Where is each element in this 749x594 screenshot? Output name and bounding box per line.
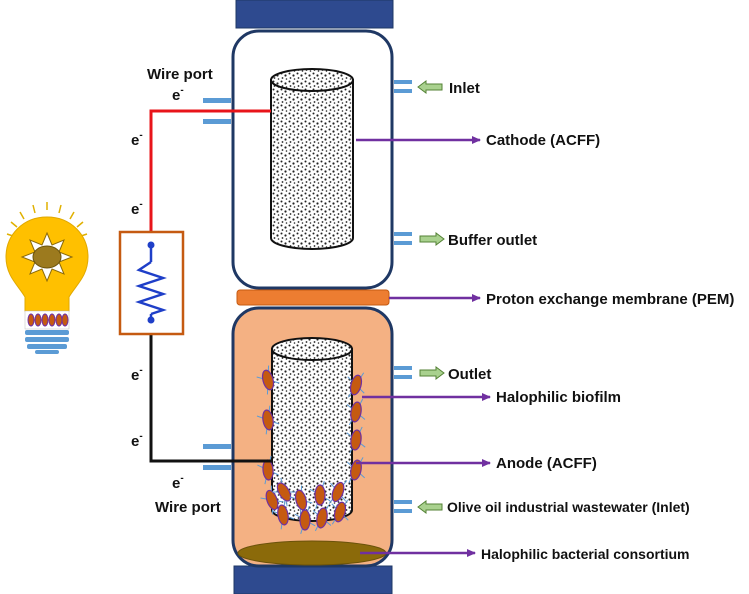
anode-label: Anode (ACFF) [496, 455, 597, 472]
electron-label: e- [131, 431, 143, 450]
bacterium [256, 405, 280, 435]
buffer-outlet-arrow [419, 232, 445, 246]
bacterium [347, 372, 365, 398]
bacterium [328, 480, 348, 504]
top-end-cap [235, 0, 394, 29]
bacterium [272, 477, 296, 507]
bacterial-consortium-label: Halophilic bacterial consortium [481, 546, 690, 562]
anode-electrode [271, 337, 353, 522]
halophilic-biofilm [256, 365, 366, 534]
wire-port-bottom [203, 444, 231, 470]
bacterium [294, 506, 316, 534]
bacterium [331, 499, 349, 525]
resistor-icon [118, 230, 185, 336]
halophilic-biofilm-label: Halophilic biofilm [496, 389, 621, 406]
bacterium [289, 485, 313, 515]
inlet-label: Inlet [449, 80, 480, 97]
electron-label: e- [131, 199, 143, 218]
wire-port-top [203, 98, 231, 124]
bacterium [346, 398, 366, 426]
electron-label: e- [131, 130, 143, 149]
wastewater-inlet-arrow [417, 500, 443, 514]
electron-label: e- [131, 365, 143, 384]
wire-port-bottom-label: Wire port [155, 499, 221, 516]
wastewater-inlet-port [394, 500, 412, 513]
black-wire [149, 320, 272, 463]
electron-label: e- [172, 85, 184, 104]
bacterium [346, 426, 366, 454]
cathode-label: Cathode (ACFF) [486, 132, 600, 149]
wire-port-top-label: Wire port [147, 66, 213, 83]
pem-label: Proton exchange membrane (PEM) [486, 291, 734, 308]
red-wire [149, 109, 271, 245]
bacterium [260, 485, 284, 515]
buffer-outlet-port [394, 232, 412, 245]
olive-oil-inlet-label: Olive oil industrial wastewater (Inlet) [447, 499, 690, 515]
bacterium [257, 455, 279, 485]
outlet-arrow [419, 366, 445, 380]
cathode-electrode [270, 68, 354, 250]
bacterium [271, 500, 295, 530]
inlet-arrow [417, 80, 443, 94]
bottom-end-cap [233, 565, 393, 594]
inlet-port [394, 80, 412, 93]
bacterium [256, 365, 280, 395]
electron-label: e- [172, 473, 184, 492]
proton-exchange-membrane [236, 289, 390, 306]
outlet-port [394, 366, 412, 379]
outlet-label: Outlet [448, 366, 491, 383]
bacterium [312, 504, 332, 532]
buffer-outlet-label: Buffer outlet [448, 232, 537, 249]
light-bulb-icon [5, 202, 89, 354]
bacterium [309, 481, 331, 509]
bacterium [346, 457, 366, 483]
